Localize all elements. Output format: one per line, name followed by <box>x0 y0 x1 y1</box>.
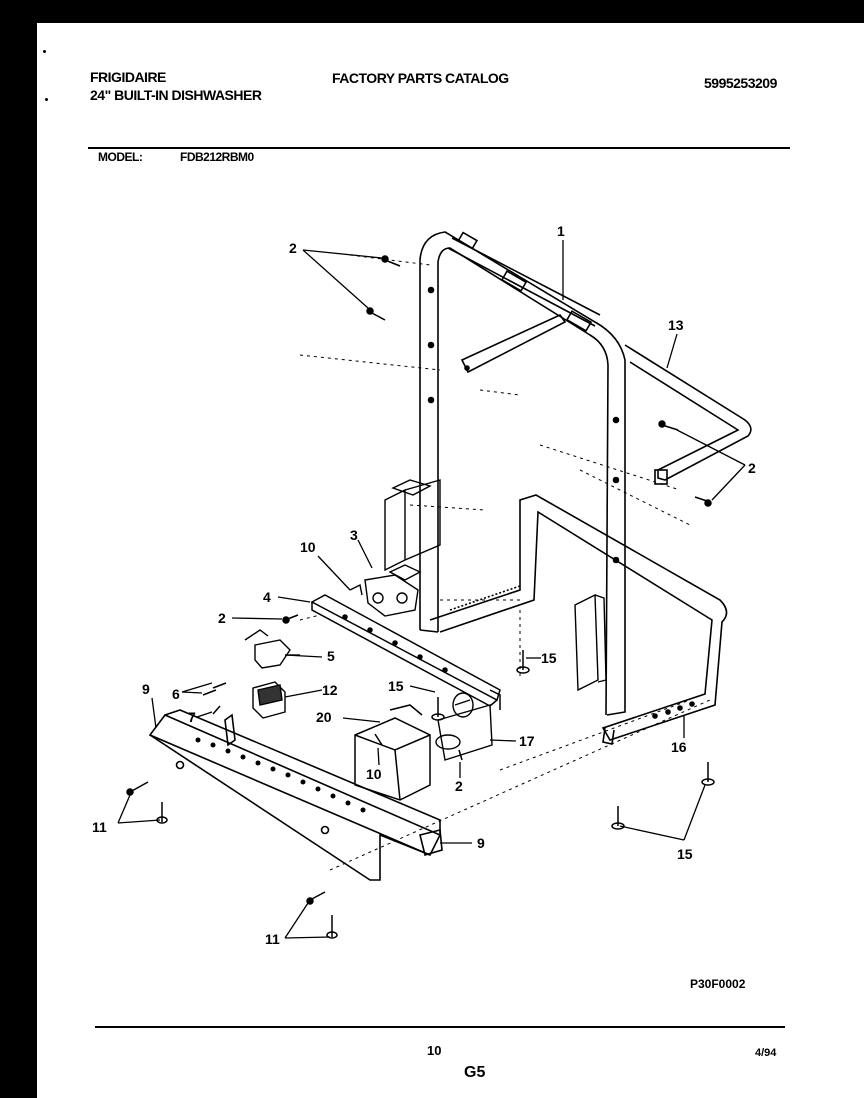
callout-15: 15 <box>388 678 404 694</box>
toe-panel <box>148 709 443 881</box>
callout-7: 7 <box>188 709 196 725</box>
callout-6: 6 <box>172 686 180 702</box>
callout-13: 13 <box>668 317 684 333</box>
callout-15: 15 <box>677 846 693 862</box>
callout-1: 1 <box>557 223 565 239</box>
callout-2: 2 <box>289 240 297 256</box>
callout-2: 2 <box>455 778 463 794</box>
product-subtitle: 24" BUILT-IN DISHWASHER <box>90 87 262 103</box>
callout-12: 12 <box>322 682 338 698</box>
screws <box>126 255 715 939</box>
exploded-parts-diagram: 2 1 13 2 3 10 4 2 5 12 15 15 9 6 7 20 10… <box>88 147 790 1028</box>
support-bracket <box>310 594 501 710</box>
callout-17: 17 <box>519 733 535 749</box>
callout-10: 11 <box>92 819 107 835</box>
catalog-page: FRIGIDAIRE 24" BUILT-IN DISHWASHER FACTO… <box>37 23 864 1098</box>
leader-lines <box>117 240 746 939</box>
callout-20: 20 <box>316 709 332 725</box>
diagram-code: P30F0002 <box>690 977 746 991</box>
callout-11: 10 <box>366 766 382 782</box>
model-number: FDB212RBM0 <box>180 150 254 164</box>
tub-support-rail <box>624 344 752 485</box>
scan-speck <box>45 98 48 101</box>
callout-9: 9 <box>477 835 485 851</box>
callout-3: 3 <box>350 527 358 543</box>
catalog-title: FACTORY PARTS CATALOG <box>332 70 509 86</box>
callout-2: 2 <box>748 460 756 476</box>
callout-11: 10 <box>300 539 316 555</box>
frame-assembly <box>419 231 626 716</box>
revision-date: 4/94 <box>755 1047 777 1059</box>
junction-box <box>354 704 431 801</box>
base-frame <box>429 494 728 745</box>
callout-2: 2 <box>218 610 226 626</box>
brand-name: FRIGIDAIRE <box>90 69 166 85</box>
page-number: 10 <box>427 1043 442 1058</box>
leg-brackets <box>384 479 607 692</box>
callout-9: 9 <box>142 681 150 697</box>
door-switch <box>244 629 300 669</box>
callout-5: 5 <box>327 648 335 664</box>
callout-16: 16 <box>671 739 687 755</box>
assembly-lines <box>299 254 711 871</box>
inlet-valve <box>349 574 419 617</box>
model-label: MODEL: <box>98 150 143 164</box>
drain-cup <box>435 692 493 761</box>
callout-15: 15 <box>541 650 557 666</box>
terminal-block <box>252 681 286 719</box>
scan-speck <box>43 50 46 53</box>
callout-10: 11 <box>265 931 280 947</box>
catalog-number: 5995253209 <box>704 75 777 91</box>
section-code: G5 <box>464 1064 486 1081</box>
callout-4: 4 <box>263 589 271 605</box>
